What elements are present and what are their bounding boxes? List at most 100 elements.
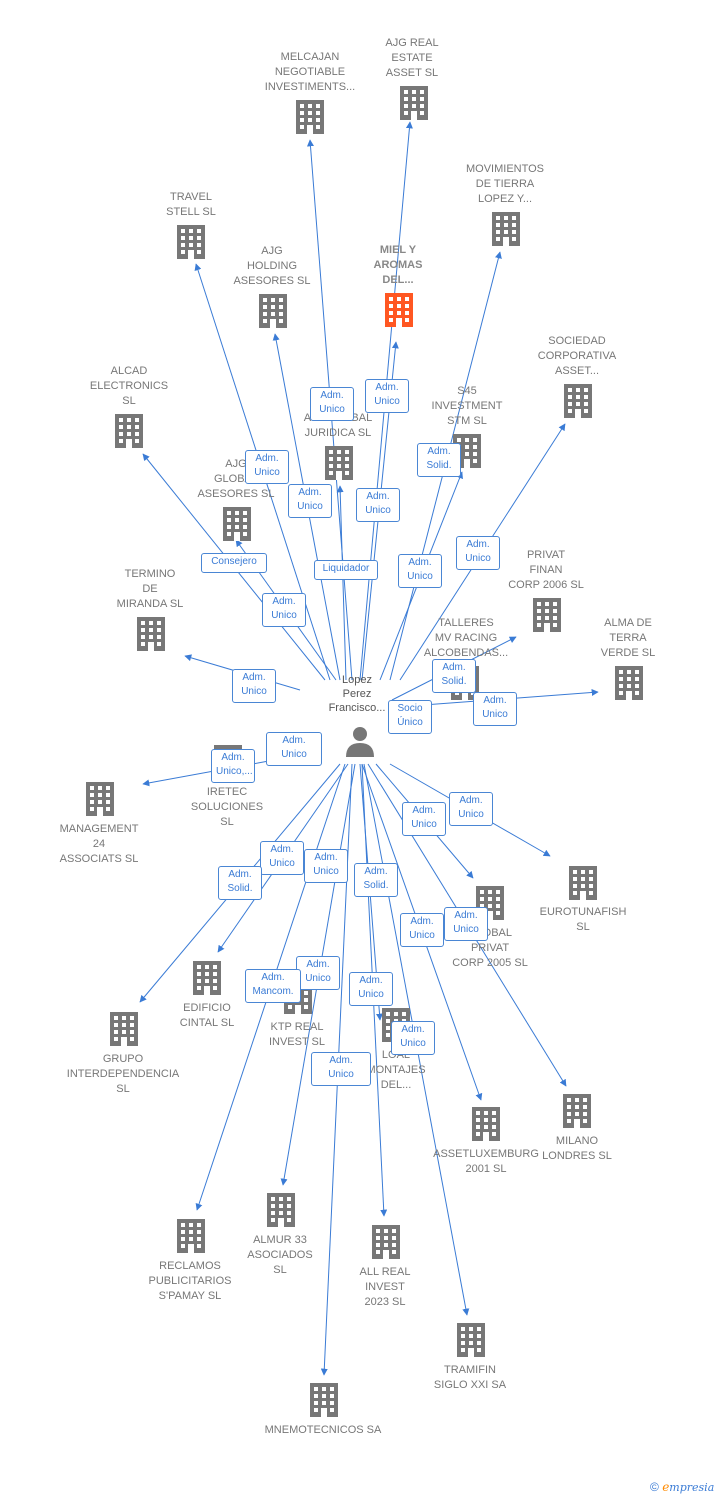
company-label-line: EDIFICIO <box>183 1002 231 1014</box>
role-text: Unico <box>365 505 391 516</box>
building-icon[interactable] <box>615 666 643 700</box>
role-badge[interactable]: Adm.Unico <box>400 913 444 947</box>
role-badge[interactable]: Adm.Unico <box>398 554 442 588</box>
role-text: Unico <box>271 610 297 621</box>
role-badge[interactable]: Adm.Unico <box>232 669 276 703</box>
company-label-line: FINAN <box>529 564 563 576</box>
building-icon[interactable] <box>110 1012 138 1046</box>
building-icon[interactable] <box>569 866 597 900</box>
building-icon[interactable] <box>310 1383 338 1417</box>
role-badge[interactable]: Adm.Unico <box>449 792 493 826</box>
building-icon[interactable] <box>372 1225 400 1259</box>
role-badge[interactable]: Adm.Unico <box>262 593 306 627</box>
role-badge[interactable]: Adm.Unico <box>311 1052 371 1086</box>
building-icon[interactable] <box>296 100 324 134</box>
building-icon[interactable] <box>400 86 428 120</box>
role-text: Unico <box>409 930 435 941</box>
building-icon[interactable] <box>492 212 520 246</box>
role-badge[interactable]: Adm.Unico,... <box>211 749 255 783</box>
company-label-line: ESTATE <box>391 52 433 64</box>
role-badge[interactable]: Adm.Unico <box>356 488 400 522</box>
role-badge[interactable]: Adm.Unico <box>365 379 409 413</box>
building-icon[interactable] <box>86 782 114 816</box>
role-badge[interactable]: Adm.Unico <box>288 484 332 518</box>
role-text: Adm. <box>408 557 432 568</box>
company-label-line: CINTAL SL <box>179 1017 235 1029</box>
company-label-line: ALMUR 33 <box>253 1234 307 1246</box>
building-icon[interactable] <box>563 1094 591 1128</box>
role-text: Solid. <box>426 460 452 471</box>
role-badge[interactable]: Adm.Unico <box>391 1021 435 1055</box>
building-icon[interactable] <box>259 294 287 328</box>
role-badge[interactable]: Adm.Unico <box>245 450 289 484</box>
role-badge[interactable]: Adm.Unico <box>456 536 500 570</box>
building-icon[interactable] <box>193 961 221 995</box>
company-label-mnemotecnicos[interactable]: MNEMOTECNICOS SA <box>253 1423 393 1438</box>
role-badge[interactable]: Adm.Unico <box>402 802 446 836</box>
building-icon[interactable] <box>137 617 165 651</box>
role-badge[interactable]: Adm.Unico <box>310 387 354 421</box>
building-icon[interactable] <box>177 225 205 259</box>
building-icon[interactable] <box>267 1193 295 1227</box>
footer-brand[interactable]: © empresia <box>650 1480 714 1494</box>
building-icon[interactable] <box>325 446 353 480</box>
role-badge[interactable]: Adm.Solid. <box>218 866 262 900</box>
company-label-line: TRAVEL <box>170 191 212 203</box>
role-badge[interactable]: Adm.Solid. <box>354 863 398 897</box>
building-icon[interactable] <box>385 293 413 327</box>
role-text: Adm. <box>364 866 388 877</box>
company-label-line: ASSOCIATS SL <box>59 853 139 865</box>
building-icon[interactable] <box>115 414 143 448</box>
role-badge[interactable]: Adm.Solid. <box>417 443 461 477</box>
role-badge[interactable]: Adm.Unico <box>296 956 340 990</box>
role-badge[interactable]: Consejero <box>201 553 267 573</box>
building-icon[interactable] <box>472 1107 500 1141</box>
building-icon[interactable] <box>223 507 251 541</box>
person-icon[interactable] <box>346 727 374 757</box>
role-badge[interactable]: Adm.Unico <box>260 841 304 875</box>
building-icon[interactable] <box>457 1323 485 1357</box>
company-label-line: INVEST <box>365 1281 405 1293</box>
role-badge[interactable]: Adm.Unico <box>349 972 393 1006</box>
brand-logo-text: mpresia <box>669 1481 715 1494</box>
building-icon[interactable] <box>177 1219 205 1253</box>
role-badge[interactable]: Adm.Unico <box>473 692 517 726</box>
role-badge[interactable]: Adm.Unico <box>304 849 348 883</box>
role-text: Adm. <box>483 695 507 706</box>
role-badge[interactable]: Adm.Mancom. <box>245 969 301 1003</box>
role-badge[interactable]: Adm.Unico <box>444 907 488 941</box>
role-badge[interactable]: Adm.Unico <box>266 732 322 766</box>
company-label-edificio-cintal[interactable]: EDIFICIO CINTAL SL <box>137 1001 277 1031</box>
role-badge[interactable]: Adm.Solid. <box>432 659 476 693</box>
building-icon[interactable] <box>564 384 592 418</box>
center-person-label[interactable]: Lopez Perez Francisco... <box>307 673 407 715</box>
building-icon[interactable] <box>533 598 561 632</box>
role-badge[interactable]: Liquidador <box>314 560 378 580</box>
